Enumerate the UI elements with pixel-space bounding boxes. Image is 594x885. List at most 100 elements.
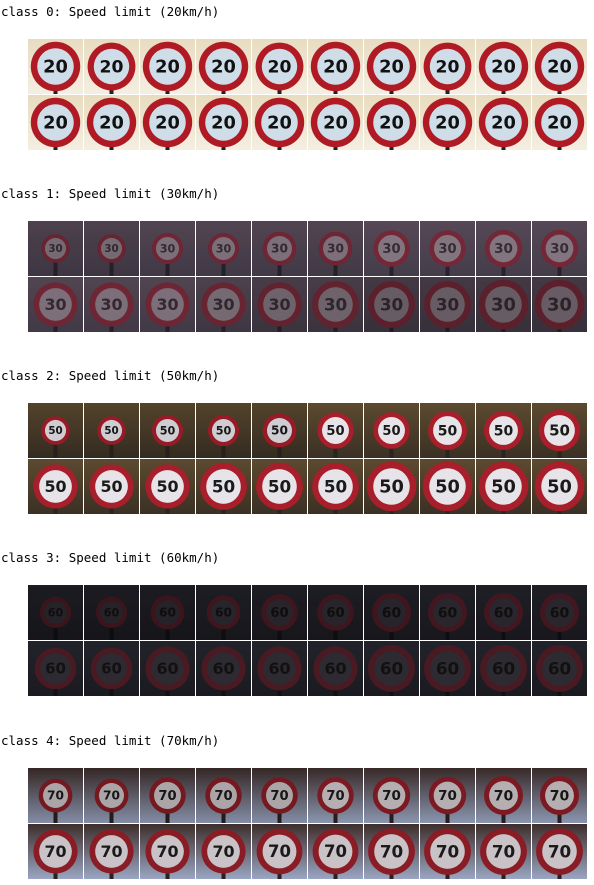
svg-text:30: 30: [380, 294, 403, 314]
speed-limit-sign-image: 70: [84, 824, 139, 879]
speed-limit-sign-image: 60: [28, 585, 83, 640]
svg-text:50: 50: [160, 424, 176, 437]
sample-image-tile: 70: [252, 768, 307, 823]
sample-image-tile: 20: [308, 95, 363, 150]
sample-image-tile: 70: [476, 768, 531, 823]
svg-text:70: 70: [382, 788, 401, 804]
speed-limit-sign-image: 50: [476, 459, 531, 514]
sample-image-tile: 70: [28, 824, 83, 879]
speed-limit-sign-image: 20: [28, 39, 83, 94]
svg-text:70: 70: [44, 842, 66, 861]
svg-text:20: 20: [211, 113, 236, 134]
sample-image-tile: 50: [252, 459, 307, 514]
svg-text:50: 50: [438, 423, 458, 439]
speed-limit-sign-image: 20: [84, 39, 139, 94]
sample-image-tile: 60: [140, 585, 195, 640]
sample-image-tile: 70: [476, 824, 531, 879]
svg-text:70: 70: [156, 842, 178, 861]
svg-text:30: 30: [100, 295, 122, 314]
svg-text:60: 60: [268, 659, 290, 678]
sample-image-tile: 50: [252, 403, 307, 458]
speed-limit-sign-image: 70: [140, 768, 195, 823]
sample-image-tile: 20: [364, 39, 419, 94]
svg-text:60: 60: [380, 658, 403, 678]
speed-limit-sign-image: 70: [532, 768, 587, 823]
speed-limit-sign-image: 20: [476, 95, 531, 150]
svg-text:20: 20: [491, 113, 516, 134]
svg-text:30: 30: [156, 295, 178, 314]
sample-image-tile: 30: [308, 221, 363, 276]
speed-limit-sign-image: 60: [476, 585, 531, 640]
speed-limit-sign-image: 50: [28, 459, 83, 514]
speed-limit-sign-image: 30: [252, 277, 307, 332]
speed-limit-sign-image: 50: [84, 403, 139, 458]
svg-text:50: 50: [435, 477, 460, 498]
class-heading: class 4: Speed limit (70km/h): [1, 733, 220, 748]
speed-limit-sign-image: 30: [476, 221, 531, 276]
speed-limit-sign-image: 30: [28, 277, 83, 332]
svg-text:70: 70: [494, 788, 514, 804]
sample-image-tile: 50: [364, 459, 419, 514]
svg-text:20: 20: [547, 113, 572, 134]
svg-text:50: 50: [100, 477, 122, 496]
svg-text:60: 60: [494, 605, 514, 621]
speed-limit-sign-image: 70: [476, 768, 531, 823]
sample-image-tile: 60: [140, 641, 195, 696]
svg-text:20: 20: [323, 113, 348, 134]
sample-image-tile: 30: [196, 277, 251, 332]
speed-limit-sign-image: 60: [420, 585, 475, 640]
speed-limit-sign-image: 70: [196, 824, 251, 879]
svg-text:50: 50: [491, 477, 516, 498]
speed-limit-sign-image: 70: [84, 768, 139, 823]
svg-text:30: 30: [324, 294, 347, 314]
svg-text:50: 50: [104, 425, 118, 437]
svg-text:20: 20: [267, 113, 292, 134]
speed-limit-sign-image: 70: [364, 768, 419, 823]
speed-limit-sign-image: 70: [252, 824, 307, 879]
svg-text:30: 30: [327, 242, 344, 256]
sample-image-tile: 70: [196, 768, 251, 823]
svg-text:70: 70: [324, 842, 347, 861]
speed-limit-sign-image: 60: [532, 641, 587, 696]
speed-limit-sign-image: 20: [420, 95, 475, 150]
speed-limit-sign-image: 20: [364, 39, 419, 94]
speed-limit-sign-image: 30: [140, 221, 195, 276]
svg-text:30: 30: [104, 243, 118, 255]
sample-image-tile: 60: [532, 641, 587, 696]
sample-image-tile: 70: [84, 768, 139, 823]
sample-image-tile: 60: [420, 585, 475, 640]
svg-text:70: 70: [158, 789, 176, 804]
svg-text:60: 60: [550, 605, 570, 621]
svg-text:50: 50: [549, 422, 570, 440]
speed-limit-sign-image: 50: [308, 403, 363, 458]
sample-image-tile: 50: [420, 403, 475, 458]
speed-limit-sign-image: 70: [196, 768, 251, 823]
sample-image-tile: 70: [532, 768, 587, 823]
svg-text:50: 50: [156, 477, 178, 496]
speed-limit-sign-image: 70: [532, 824, 587, 879]
speed-limit-sign-image: 50: [364, 459, 419, 514]
speed-limit-sign-image: 30: [532, 221, 587, 276]
sample-image-tile: 30: [140, 221, 195, 276]
speed-limit-sign-image: 70: [28, 824, 83, 879]
sample-image-tile: 60: [196, 585, 251, 640]
speed-limit-sign-image: 60: [364, 585, 419, 640]
sample-image-tile: 60: [84, 641, 139, 696]
sample-image-tile: 20: [364, 95, 419, 150]
sample-image-tile: 70: [84, 824, 139, 879]
speed-limit-sign-image: 30: [196, 277, 251, 332]
speed-limit-sign-image: 60: [308, 641, 363, 696]
speed-limit-sign-image: 50: [252, 403, 307, 458]
sample-image-tile: 70: [364, 824, 419, 879]
svg-text:30: 30: [216, 242, 232, 255]
svg-text:60: 60: [548, 658, 571, 678]
sample-image-tile: 30: [28, 221, 83, 276]
svg-text:50: 50: [494, 423, 514, 439]
speed-limit-sign-image: 20: [252, 39, 307, 94]
svg-text:20: 20: [268, 57, 292, 77]
sample-image-tile: 70: [140, 824, 195, 879]
speed-limit-sign-image: 30: [364, 221, 419, 276]
svg-text:70: 70: [550, 788, 570, 804]
sample-image-tile: 20: [420, 39, 475, 94]
speed-limit-sign-image: 60: [364, 641, 419, 696]
